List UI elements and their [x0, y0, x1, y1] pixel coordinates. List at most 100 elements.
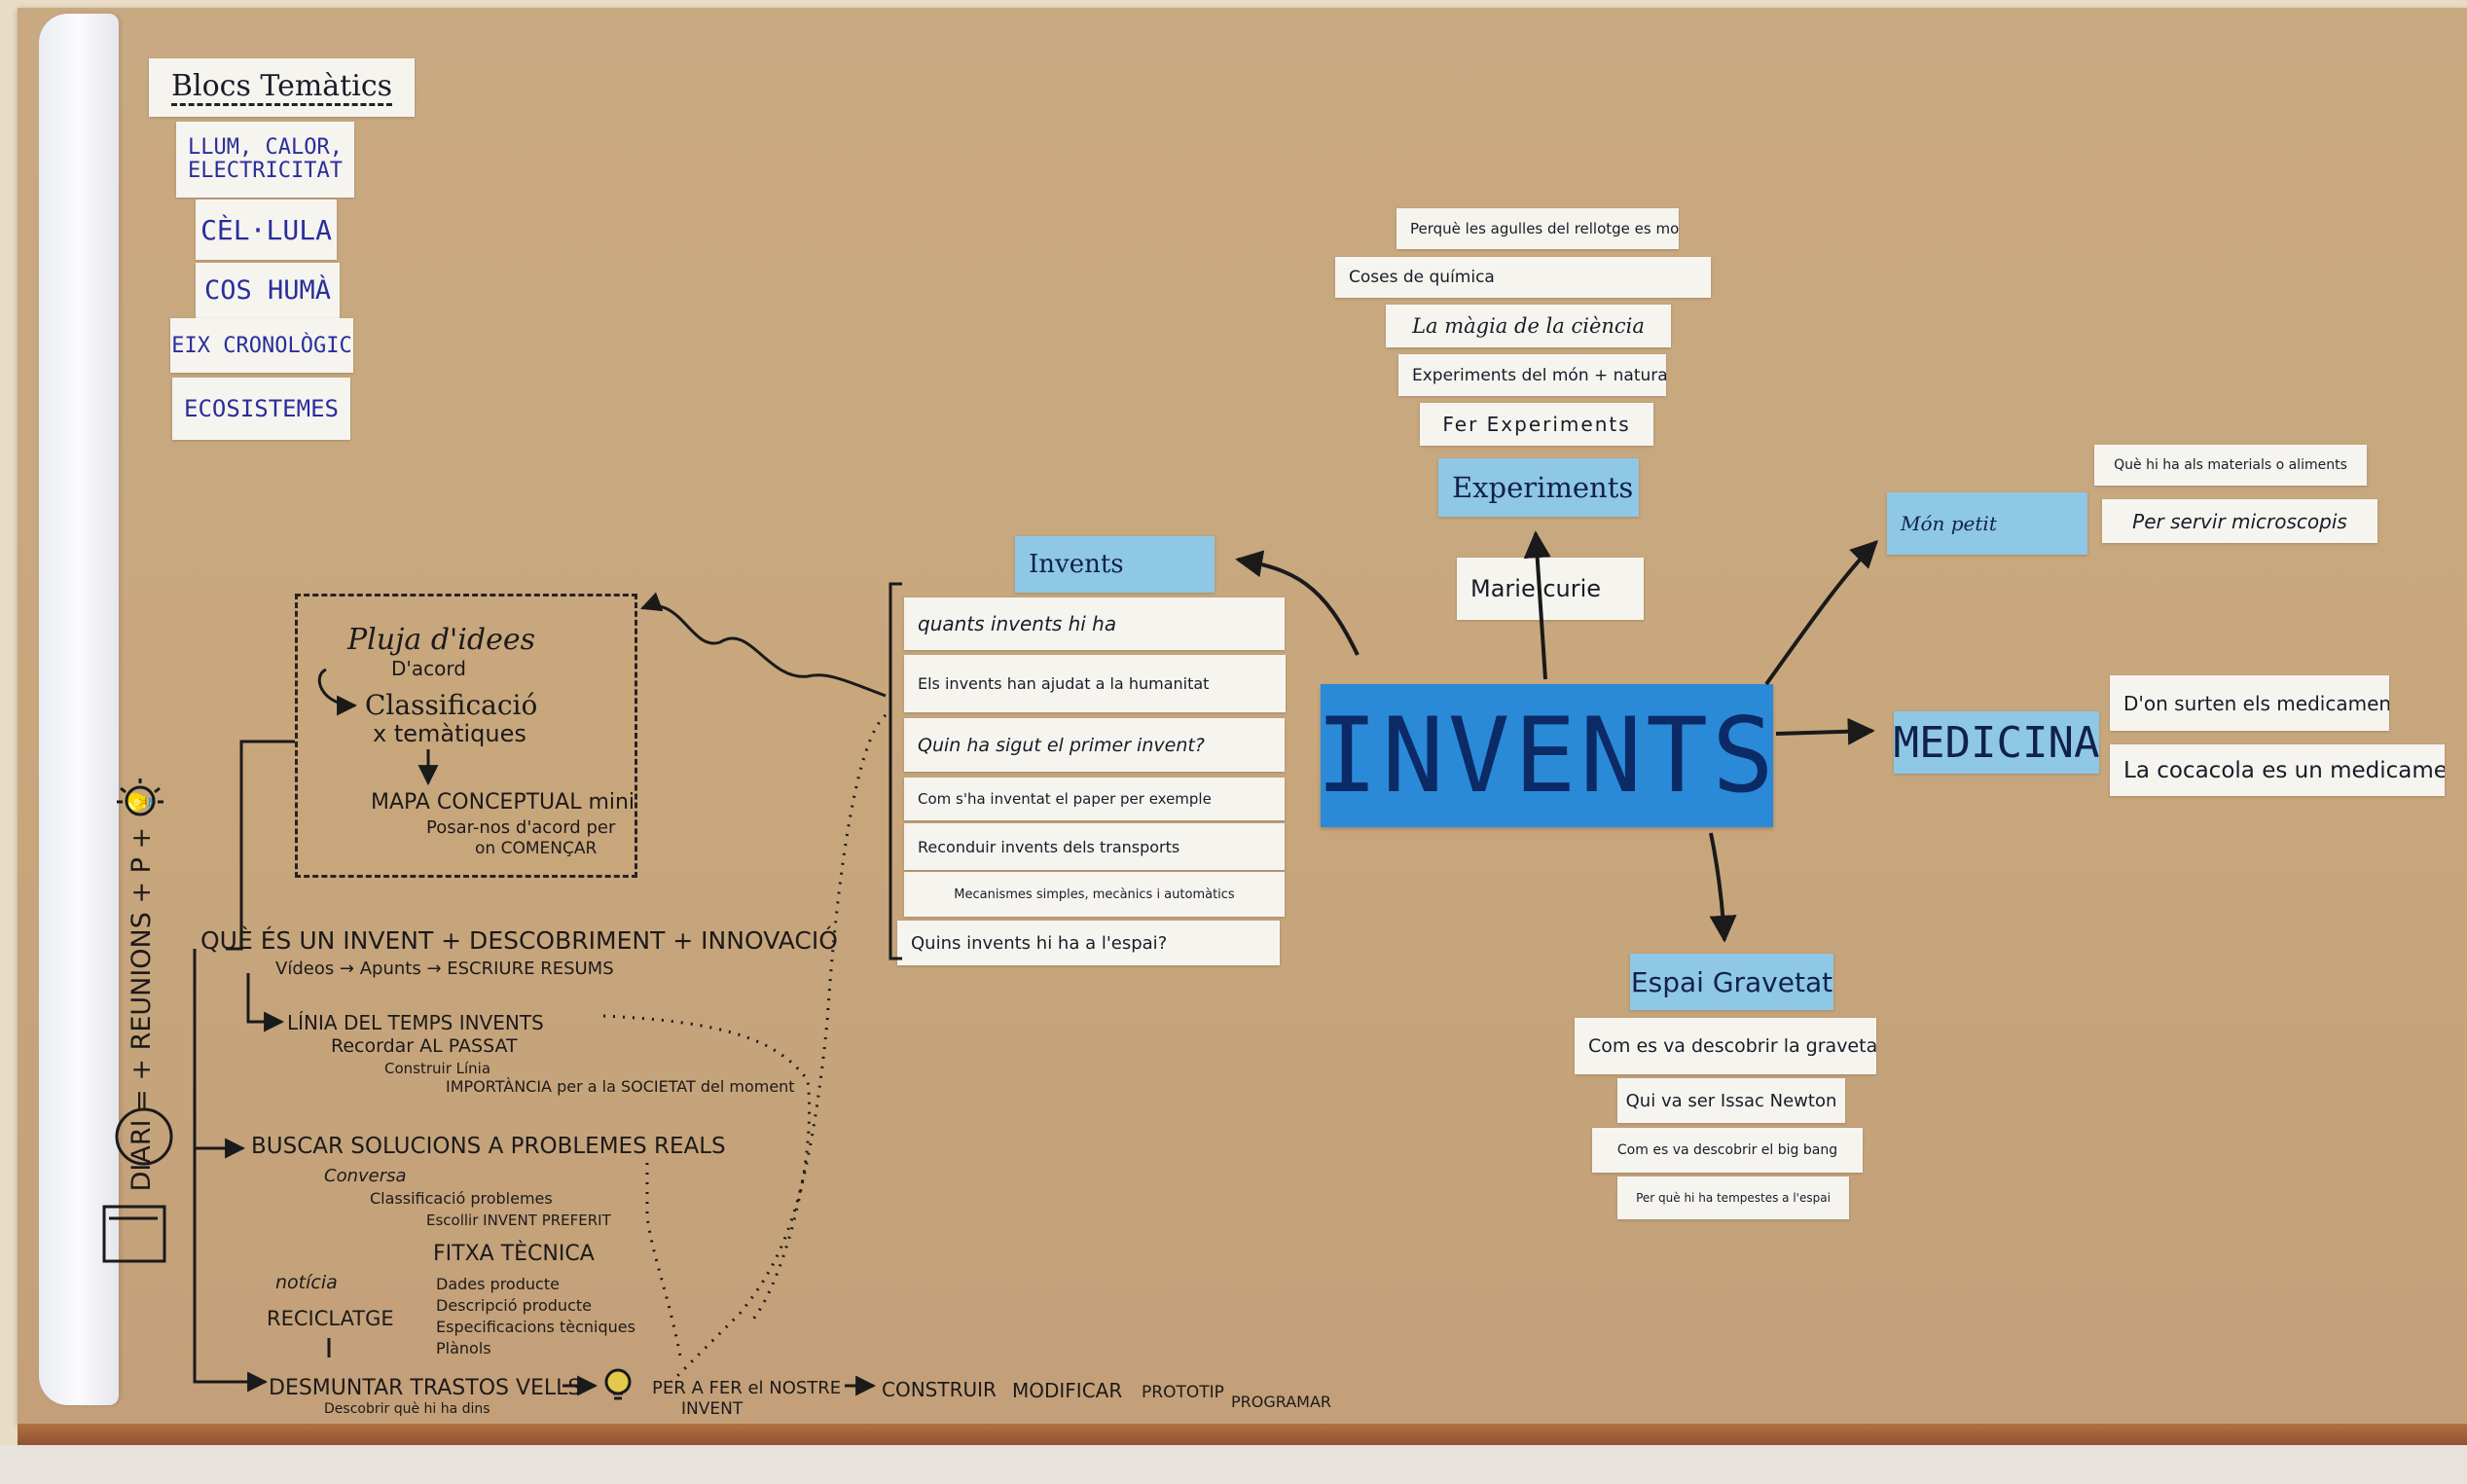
hw-recordar: Recordar AL PASSAT	[331, 1035, 518, 1057]
hw-construir-linia: Construir Línia	[384, 1060, 491, 1077]
mon-petit-header: Món petit	[1887, 492, 2087, 555]
exp-item-4-text: Experiments del món + naturals	[1412, 365, 1666, 385]
exp-item-3-text: La màgia de la ciència	[1412, 314, 1645, 338]
hw-fitxa: FITXA TÈCNICA	[433, 1242, 595, 1266]
hw-vertical-reunions: DIARI = + REUNIONS + P + 💡	[127, 785, 157, 1192]
mon-petit-item-1-text: Què hi ha als materials o aliments	[2114, 457, 2347, 473]
invents-item-6-text: Mecanismes simples, mecànics i automàtic…	[954, 887, 1235, 902]
hw-escollir: Escollir INVENT PREFERIT	[426, 1212, 611, 1229]
wooden-frame-edge	[18, 1424, 2467, 1445]
bloc-llum: LLUM, CALOR, ELECTRICITAT	[176, 122, 354, 198]
hw-x-tematiques: x temàtiques	[373, 720, 526, 747]
bloc-llum-text: LLUM, CALOR, ELECTRICITAT	[188, 134, 343, 183]
invents-item-1: quants invents hi ha	[904, 597, 1285, 650]
brainstorm-dashed-box	[295, 594, 637, 878]
medicina-item-2-text: La cocacola es un medicament?	[2123, 757, 2445, 783]
exp-item-5: Fer Experiments	[1420, 403, 1653, 446]
bloc-eix-text: EIX CRONOLÒGIC	[171, 333, 352, 358]
gravetat-header-text: Espai Gravetat	[1630, 965, 1833, 998]
hw-pluja: Pluja d'idees	[347, 623, 535, 657]
mon-petit-item-2-text: Per servir microscopis	[2132, 509, 2347, 533]
hw-noticia: notícia	[275, 1272, 338, 1293]
hw-dacord: D'acord	[391, 657, 466, 680]
medicina-header-text: MEDICINA	[1894, 717, 2099, 768]
bloc-cos-huma-text: COS HUMÀ	[203, 275, 332, 306]
invents-central-text: INVENTS	[1316, 696, 1778, 815]
bloc-cellula: CÈL·LULA	[196, 199, 337, 260]
invents-item-6: Mecanismes simples, mecànics i automàtic…	[904, 872, 1285, 917]
experiments-header: Experiments	[1438, 458, 1639, 517]
hw-comencar: on COMENÇAR	[475, 839, 598, 858]
invents-item-4: Com s'ha inventat el paper per exemple	[904, 778, 1285, 820]
exp-item-2: Coses de química	[1335, 257, 1711, 298]
blocs-title-text: Blocs Temàtics	[170, 69, 393, 106]
hw-construir: CONSTRUIR	[882, 1378, 997, 1401]
hw-posar: Posar-nos d'acord per	[426, 817, 616, 838]
exp-item-4: Experiments del món + naturals	[1398, 354, 1666, 396]
invents-item-2-text: Els invents han ajudat a la humanitat	[918, 674, 1210, 693]
invents-item-4-text: Com s'ha inventat el paper per exemple	[918, 790, 1212, 808]
hw-conversa: Conversa	[324, 1166, 407, 1186]
mon-petit-item-2: Per servir microscopis	[2102, 499, 2377, 543]
hw-classificacio: Classificació	[365, 689, 538, 721]
hw-planols: Plànols	[436, 1339, 491, 1357]
medicina-item-1: D'on surten els medicaments	[2110, 675, 2389, 731]
hw-modificar: MODIFICAR	[1012, 1379, 1123, 1402]
bloc-eix-cronologic: EIX CRONOLÒGIC	[170, 318, 353, 373]
invents-item-7-text: Quins invents hi ha a l'espai?	[911, 932, 1168, 954]
invents-header-text: Invents	[1029, 550, 1124, 579]
hw-linia: LÍNIA DEL TEMPS INVENTS	[287, 1011, 544, 1034]
hw-desmuntar: DESMUNTAR TRASTOS VELLS	[269, 1376, 582, 1400]
invents-item-3: Quin ha sigut el primer invent?	[904, 718, 1285, 772]
exp-item-3: La màgia de la ciència	[1386, 305, 1671, 347]
medicina-header: MEDICINA	[1894, 711, 2099, 774]
hw-videos: Vídeos → Apunts → ESCRIURE RESUMS	[275, 959, 614, 979]
marie-curie-card: Marie curie	[1457, 558, 1644, 620]
blocs-title-card: Blocs Temàtics	[149, 58, 415, 117]
medicina-item-1-text: D'on surten els medicaments	[2123, 691, 2389, 715]
experiments-header-text: Experiments	[1452, 471, 1634, 504]
invents-item-7: Quins invents hi ha a l'espai?	[897, 921, 1280, 965]
gravetat-item-4: Per què hi ha tempestes a l'espai	[1617, 1176, 1849, 1219]
gravetat-item-1-text: Com es va descobrir la gravetat	[1588, 1035, 1876, 1057]
bloc-ecosistemes-text: ECOSISTEMES	[184, 395, 339, 422]
gravetat-item-2: Qui va ser Issac Newton	[1617, 1078, 1845, 1123]
exp-item-5-text: Fer Experiments	[1442, 413, 1631, 436]
gravetat-item-1: Com es va descobrir la gravetat	[1575, 1018, 1876, 1074]
invents-item-5: Reconduir invents dels transports	[904, 823, 1285, 870]
hw-descripcio: Descripció producte	[436, 1296, 592, 1315]
hw-buscar: BUSCAR SOLUCIONS A PROBLEMES REALS	[251, 1134, 726, 1159]
marie-curie-text: Marie curie	[1470, 575, 1602, 602]
hw-programar: PROGRAMAR	[1231, 1393, 1332, 1411]
hw-dades: Dades producte	[436, 1275, 560, 1293]
white-paper-strip	[39, 14, 119, 1405]
gravetat-item-2-text: Qui va ser Issac Newton	[1625, 1090, 1837, 1111]
exp-item-2-text: Coses de química	[1349, 268, 1495, 287]
hw-reciclatge: RECICLATGE	[267, 1307, 394, 1330]
hw-descobrir: Descobrir què hi ha dins	[324, 1401, 490, 1417]
mon-petit-item-1: Què hi ha als materials o aliments	[2094, 445, 2367, 486]
invents-item-2: Els invents han ajudat a la humanitat	[904, 655, 1286, 712]
hw-classificacio-problemes: Classificació problemes	[370, 1189, 553, 1208]
gravetat-item-4-text: Per què hi ha tempestes a l'espai	[1636, 1191, 1831, 1205]
invents-item-3-text: Quin ha sigut el primer invent?	[918, 734, 1205, 756]
mon-petit-header-text: Món petit	[1901, 512, 1997, 535]
hw-especificacions: Especificacions tècniques	[436, 1318, 635, 1336]
invents-header: Invents	[1015, 536, 1215, 593]
gravetat-header: Espai Gravetat	[1630, 954, 1833, 1010]
hw-prototip: PROTOTIP	[1142, 1383, 1224, 1402]
gravetat-item-3-text: Com es va descobrir el big bang	[1616, 1142, 1838, 1158]
hw-invent: INVENT	[681, 1399, 744, 1419]
wall-below	[0, 1445, 2467, 1484]
bloc-cellula-text: CÈL·LULA	[200, 213, 332, 246]
hw-mapa: MAPA CONCEPTUAL mini	[371, 790, 635, 814]
bloc-ecosistemes: ECOSISTEMES	[172, 378, 350, 440]
invents-item-1-text: quants invents hi ha	[918, 612, 1117, 635]
invents-central-card: INVENTS	[1316, 684, 1774, 827]
exp-item-1: Perquè les agulles del rellotge es mouen…	[1397, 208, 1679, 249]
hw-importancia: IMPORTÀNCIA per a la SOCIETAT del moment	[446, 1077, 795, 1096]
gravetat-item-3: Com es va descobrir el big bang	[1592, 1128, 1863, 1173]
medicina-item-2: La cocacola es un medicament?	[2110, 744, 2445, 796]
bloc-cos-huma: COS HUMÀ	[196, 263, 340, 318]
hw-per-fer: PER A FER el NOSTRE	[652, 1378, 842, 1398]
